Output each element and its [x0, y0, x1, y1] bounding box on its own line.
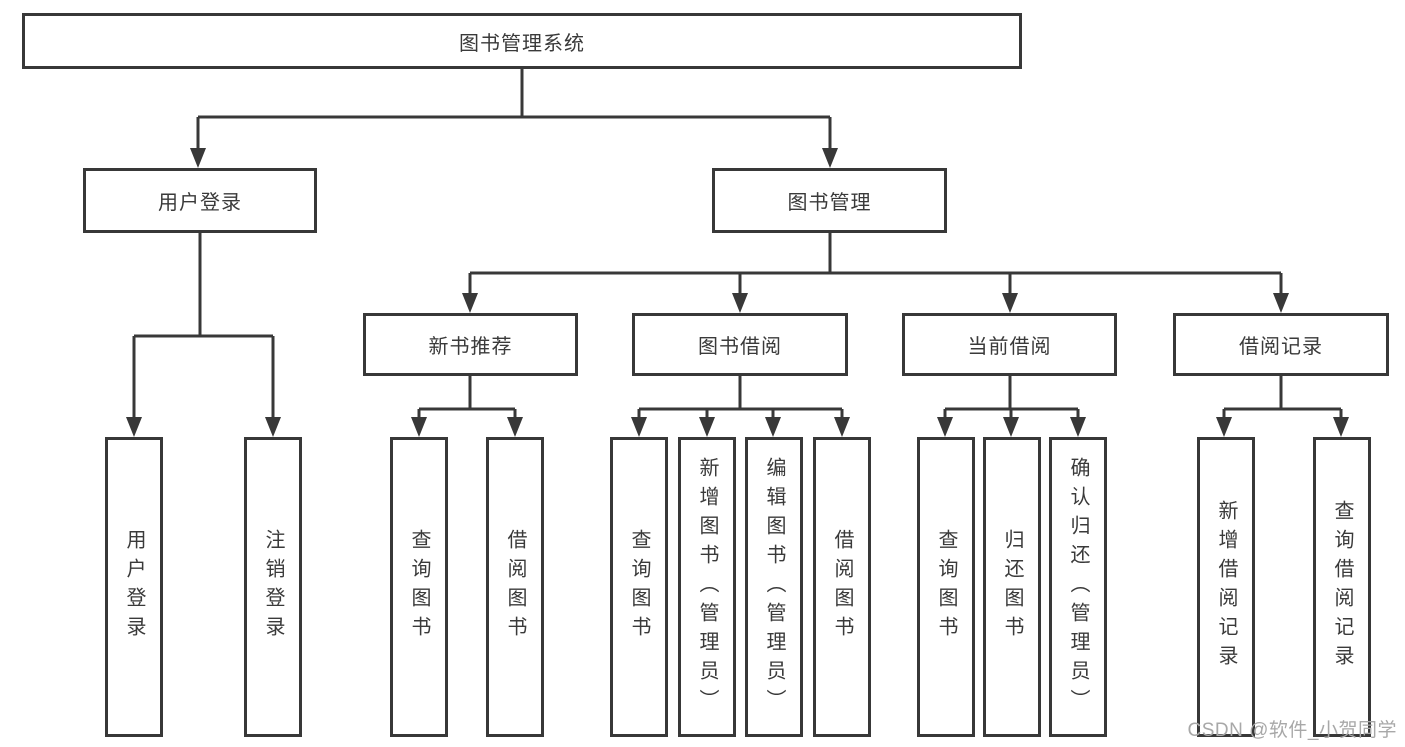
node-book-borrow: 图书借阅 — [632, 313, 848, 376]
leaf-borrow-query: 查询图书 — [610, 437, 668, 737]
leaf-logout: 注销登录 — [244, 437, 302, 737]
leaf-borrow-book-label: 借阅图书 — [831, 529, 853, 645]
node-borrow-records-label: 借阅记录 — [1239, 336, 1323, 358]
node-book-management: 图书管理 — [712, 168, 947, 233]
node-new-book-recommend: 新书推荐 — [363, 313, 578, 376]
csdn-watermark: CSDN @软件_小贺同学 — [1187, 720, 1397, 741]
leaf-current-query: 查询图书 — [917, 437, 975, 737]
leaf-borrow-book: 借阅图书 — [813, 437, 871, 737]
leaf-current-confirm-admin-label: 确认归还（管理员） — [1067, 456, 1089, 718]
node-user-login: 用户登录 — [83, 168, 317, 233]
node-book-management-label: 图书管理 — [787, 192, 872, 214]
leaf-borrow-edit-admin: 编辑图书（管理员） — [745, 437, 803, 737]
leaf-user-login-label: 用户登录 — [123, 529, 145, 645]
node-root-label: 图书管理系统 — [459, 32, 585, 55]
leaf-borrow-edit-admin-label: 编辑图书（管理员） — [763, 456, 785, 718]
leaf-newbook-borrow-label: 借阅图书 — [504, 529, 526, 645]
leaf-current-return-label: 归还图书 — [1001, 529, 1023, 645]
node-current-borrow-label: 当前借阅 — [967, 336, 1052, 358]
node-root: 图书管理系统 — [22, 13, 1022, 69]
node-borrow-records: 借阅记录 — [1173, 313, 1389, 376]
node-new-book-recommend-label: 新书推荐 — [428, 336, 513, 358]
leaf-record-add: 新增借阅记录 — [1197, 437, 1255, 737]
leaf-borrow-add-admin-label: 新增图书（管理员） — [696, 456, 718, 718]
node-current-borrow: 当前借阅 — [902, 313, 1117, 376]
leaf-logout-label: 注销登录 — [262, 529, 284, 645]
leaf-current-return: 归还图书 — [983, 437, 1041, 737]
leaf-current-confirm-admin: 确认归还（管理员） — [1049, 437, 1107, 737]
leaf-borrow-add-admin: 新增图书（管理员） — [678, 437, 736, 737]
leaf-record-add-label: 新增借阅记录 — [1215, 500, 1237, 674]
leaf-newbook-query-label: 查询图书 — [408, 529, 430, 645]
leaf-newbook-query: 查询图书 — [390, 437, 448, 737]
leaf-record-query-label: 查询借阅记录 — [1331, 500, 1353, 674]
leaf-user-login: 用户登录 — [105, 437, 163, 737]
node-book-borrow-label: 图书借阅 — [698, 336, 782, 358]
leaf-borrow-query-label: 查询图书 — [628, 529, 650, 645]
leaf-current-query-label: 查询图书 — [935, 529, 957, 645]
node-user-login-label: 用户登录 — [158, 192, 242, 214]
leaf-record-query: 查询借阅记录 — [1313, 437, 1371, 737]
leaf-newbook-borrow: 借阅图书 — [486, 437, 544, 737]
